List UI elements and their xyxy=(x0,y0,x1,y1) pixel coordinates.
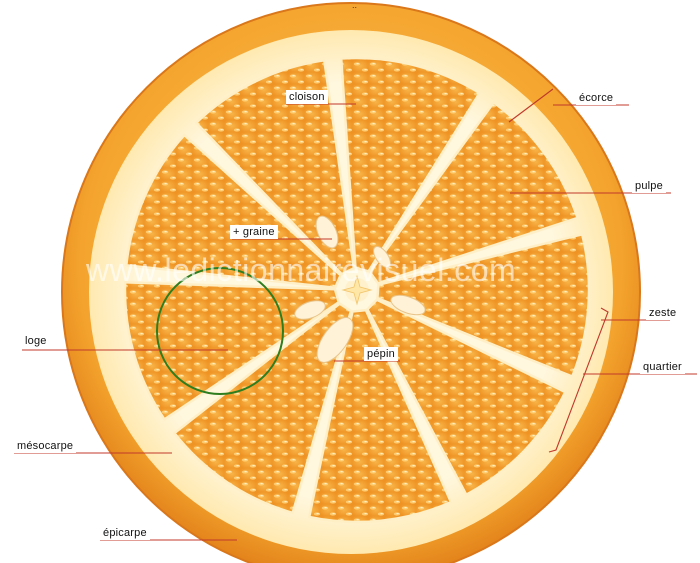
label-pulpe: pulpe xyxy=(632,179,666,193)
top-mark: .. xyxy=(352,0,357,10)
label-cloison: cloison xyxy=(286,90,328,104)
label-epicarpe: épicarpe xyxy=(100,526,150,540)
label-quartier: quartier xyxy=(640,360,685,374)
label-pepin: pépin xyxy=(364,347,398,361)
label-loge: loge xyxy=(22,334,50,348)
label-zeste: zeste xyxy=(646,306,679,320)
label-mesocarpe: mésocarpe xyxy=(14,439,76,453)
watermark: www.ledictionnairevisuel.com xyxy=(86,252,516,289)
label-graine: + graine xyxy=(230,225,278,239)
label-ecorce: écorce xyxy=(576,91,616,105)
